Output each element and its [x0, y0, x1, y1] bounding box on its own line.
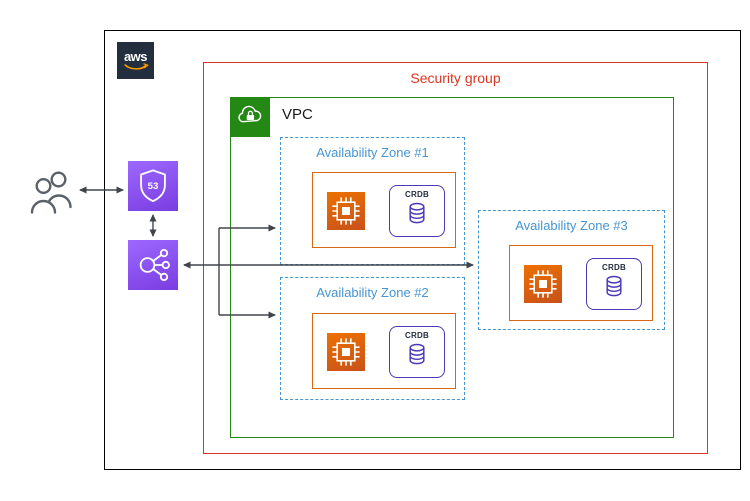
aws-cloud-boundary: [104, 30, 741, 470]
crdb-node: CRDB: [586, 258, 642, 310]
ec2-instance-icon: [524, 265, 562, 303]
database-icon: [409, 343, 425, 365]
az2-label: Availability Zone #2: [316, 285, 429, 300]
crdb-label: CRDB: [405, 190, 429, 199]
route53-shield-icon: 53: [140, 169, 166, 203]
az2-instance-group: CRDB: [312, 313, 456, 389]
ec2-instance-icon: [327, 192, 365, 230]
ec2-chip-icon: [529, 270, 557, 298]
database-icon: [409, 202, 425, 224]
availability-zone-3: Availability Zone #3 CRDB: [478, 210, 665, 330]
az3-instance-group: CRDB: [509, 245, 653, 321]
crdb-label: CRDB: [405, 331, 429, 340]
availability-zone-2: Availability Zone #2 CRDB: [280, 277, 465, 400]
vpc-icon: [230, 97, 270, 137]
database-icon: [606, 275, 622, 297]
aws-smile-icon: [123, 62, 148, 70]
availability-zone-1: Availability Zone #1 CRDB: [280, 137, 465, 265]
security-group-label: Security group: [410, 70, 501, 86]
ec2-instance-icon: [327, 333, 365, 371]
crdb-node: CRDB: [389, 185, 445, 237]
route53-number: 53: [148, 181, 159, 192]
az1-label: Availability Zone #1: [316, 145, 429, 160]
security-group-boundary: [203, 62, 708, 454]
crdb-node: CRDB: [389, 326, 445, 378]
ec2-chip-icon: [332, 197, 360, 225]
load-balancer-icon: [128, 240, 178, 290]
vpc-cloud-lock-icon: [238, 105, 262, 123]
route53-icon: 53: [128, 161, 178, 211]
vpc-label: VPC: [282, 106, 313, 123]
az3-label: Availability Zone #3: [515, 218, 628, 233]
ec2-chip-icon: [332, 338, 360, 366]
aws-logo-text: aws: [123, 48, 148, 64]
az1-instance-group: CRDB: [312, 172, 456, 248]
elastic-load-balancer-icon: [139, 248, 170, 282]
aws-logo: aws: [117, 42, 154, 79]
crdb-label: CRDB: [602, 263, 626, 272]
users-icon: [30, 171, 72, 214]
